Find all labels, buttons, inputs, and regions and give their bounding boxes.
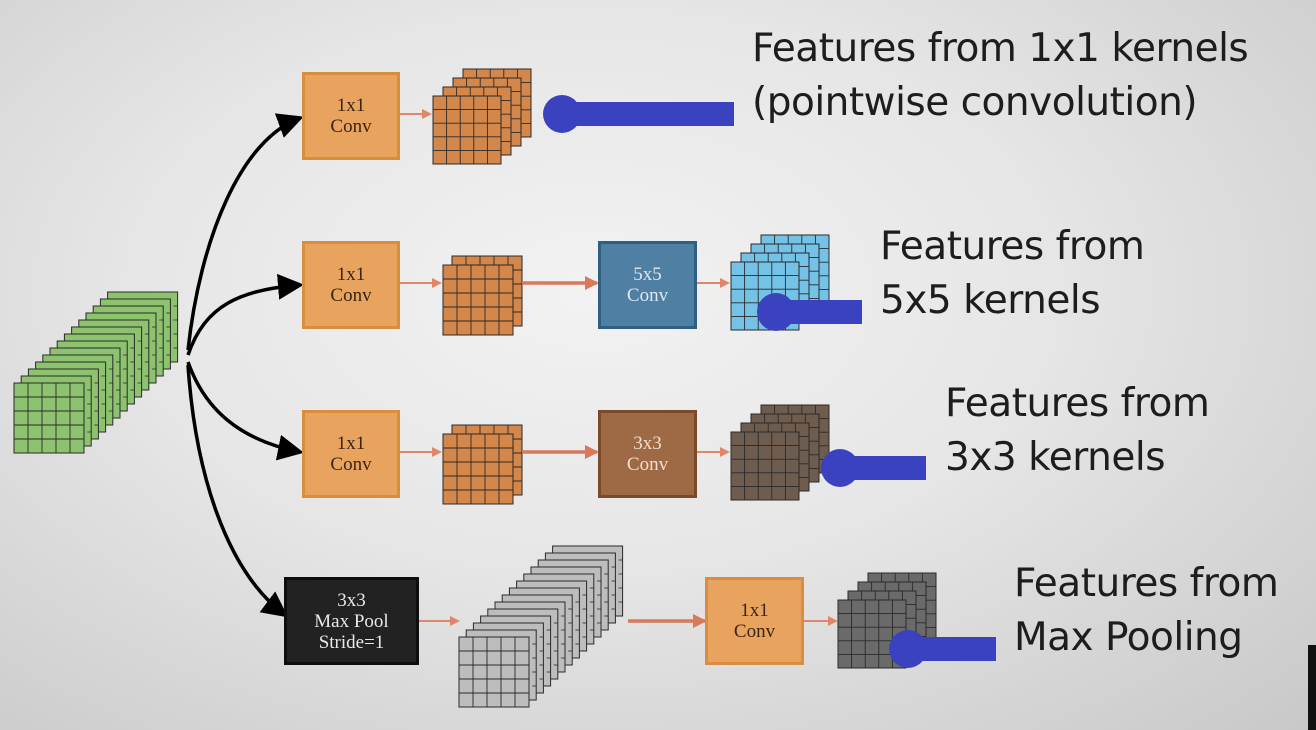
label-line1: Features from 1x1 kernels <box>752 26 1249 71</box>
box-line2: Conv <box>330 454 372 475</box>
branch2-output-stack <box>730 234 830 331</box>
branch3-conv1x1-output-stack <box>442 424 523 505</box>
connector-bar <box>562 102 734 126</box>
box-line1: 1x1 <box>336 433 366 454</box>
edge-mark <box>1308 645 1316 730</box>
branch-arrow-2 <box>186 273 304 356</box>
branch4-output-stack <box>837 572 937 669</box>
branch-arrows <box>186 113 304 618</box>
connector-dot <box>757 293 795 331</box>
box-line2: Conv <box>330 116 372 137</box>
label-maxpool-features: Features from Max Pooling <box>1014 557 1279 665</box>
branch2-conv5x5-box: 5x5 Conv <box>598 241 697 329</box>
branch-arrow-4 <box>186 364 289 618</box>
box-line1: 1x1 <box>336 264 366 285</box>
branch4-conv1x1-box: 1x1 Conv <box>705 577 804 665</box>
box-line1: 3x3 <box>337 589 366 611</box>
label-line1: Features from <box>880 224 1145 269</box>
connector-dot <box>889 630 927 668</box>
branch2-conv1x1-output-stack <box>442 255 523 336</box>
label-3x3-features: Features from 3x3 kernels <box>945 377 1210 485</box>
box-line1: 3x3 <box>633 433 662 454</box>
box-line2: Max Pool <box>314 610 389 632</box>
box-line2: Conv <box>733 621 776 642</box>
input-feature-stack <box>13 291 179 454</box>
branch1-conv1x1-box: 1x1 Conv <box>302 72 400 160</box>
label-line2: (pointwise convolution) <box>752 80 1198 125</box>
branch3-conv1x1-box: 1x1 Conv <box>302 410 400 498</box>
box-line3: Stride=1 <box>318 631 385 653</box>
connector-dot <box>821 449 859 487</box>
label-1x1-features: Features from 1x1 kernels (pointwise con… <box>752 22 1249 130</box>
branch1-output-stack <box>432 68 532 165</box>
box-line2: Conv <box>330 285 372 306</box>
label-line1: Features from <box>945 381 1210 426</box>
branch-arrow-3 <box>186 361 304 461</box>
box-line2: Conv <box>626 454 669 475</box>
label-line1: Features from <box>1014 561 1279 606</box>
box-line1: 1x1 <box>336 95 366 116</box>
label-5x5-features: Features from 5x5 kernels <box>880 220 1145 328</box>
branch4-maxpool-box: 3x3 Max Pool Stride=1 <box>284 577 419 665</box>
flow-arrows <box>399 109 838 628</box>
branch4-pool-output-stack <box>458 545 624 708</box>
box-line1: 1x1 <box>740 600 769 621</box>
branch3-conv3x3-box: 3x3 Conv <box>598 410 697 498</box>
branch3-output-stack <box>730 404 830 501</box>
label-line2: 5x5 kernels <box>880 278 1101 323</box>
label-line2: 3x3 kernels <box>945 435 1166 480</box>
output-connectors <box>543 95 996 668</box>
branch2-conv1x1-box: 1x1 Conv <box>302 241 400 329</box>
branch-arrow-1 <box>186 113 304 351</box>
label-line2: Max Pooling <box>1014 615 1243 660</box>
box-line1: 5x5 <box>633 264 662 285</box>
connector-dot <box>543 95 581 133</box>
box-line2: Conv <box>626 285 669 306</box>
